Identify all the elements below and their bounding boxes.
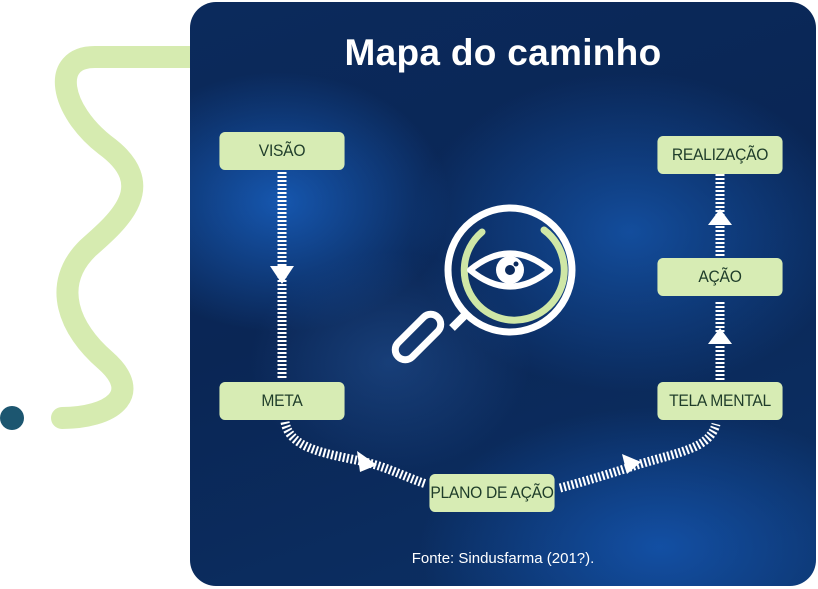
diagram-title: Mapa do caminho bbox=[344, 32, 662, 73]
step-visao: VISÃO bbox=[219, 132, 345, 170]
wave-dot bbox=[0, 406, 24, 430]
source-caption: Fonte: Sindusfarma (201?). bbox=[411, 550, 595, 567]
connectors bbox=[270, 172, 732, 493]
arrow-up-icon bbox=[708, 209, 732, 225]
arrow-down-icon bbox=[270, 266, 294, 284]
green-wave-line bbox=[51, 46, 226, 429]
connector-plano-tela bbox=[558, 422, 721, 493]
step-tela-mental: TELA MENTAL bbox=[657, 382, 783, 420]
step-meta: META bbox=[219, 382, 345, 420]
step-realizacao: REALIZAÇÃO bbox=[657, 136, 783, 174]
step-acao: AÇÃO bbox=[657, 258, 783, 296]
connector-meta-plano bbox=[280, 420, 428, 489]
arrow-right-icon bbox=[357, 451, 377, 472]
arrow-up-icon bbox=[708, 328, 732, 344]
step-plano-de-acao: PLANO DE AÇÃO bbox=[429, 474, 555, 512]
magnifier-eye-icon bbox=[391, 204, 576, 364]
arrow-right-icon bbox=[622, 454, 641, 474]
diagram-panel: Mapa do caminho VISÃO META PLANO bbox=[190, 2, 816, 586]
